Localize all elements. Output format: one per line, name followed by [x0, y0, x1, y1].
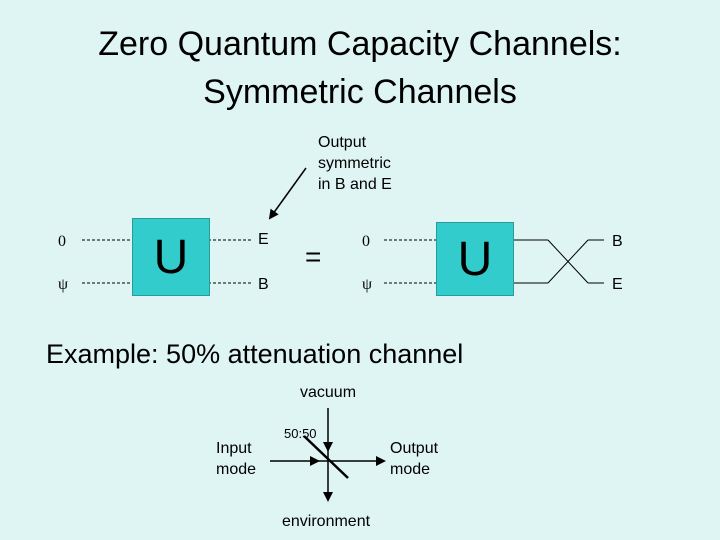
output-mode-line-2: mode — [390, 461, 431, 478]
annotation-line-1: Output — [318, 134, 367, 151]
annotation-line-2: symmetric — [318, 155, 391, 172]
left-input-psi: ψ — [58, 276, 69, 293]
right-input-psi: ψ — [362, 276, 373, 293]
equals-sign: = — [305, 241, 322, 272]
left-output-e: E — [258, 231, 269, 248]
vacuum-label: vacuum — [300, 384, 357, 401]
environment-label: environment — [282, 513, 371, 530]
swap-line-2 — [547, 239, 589, 284]
right-output-e: E — [612, 276, 623, 293]
right-unitary-gate: U — [436, 222, 514, 296]
example-heading: Example: 50% attenuation channel — [46, 339, 464, 369]
beam-splitter-mirror — [303, 435, 349, 479]
annotation-arrow — [268, 167, 307, 220]
input-mode-line-2: mode — [216, 461, 257, 478]
right-output-b: B — [612, 233, 623, 250]
title-line-1: Zero Quantum Capacity Channels: — [98, 25, 622, 63]
output-mode-label: Output mode — [390, 438, 438, 480]
splitter-ratio-label: 50:50 — [284, 426, 317, 441]
left-output-b: B — [258, 276, 269, 293]
title-line-2: Symmetric Channels — [203, 73, 517, 111]
input-mode-line-1: Input — [216, 440, 252, 457]
right-input-0: 0 — [362, 233, 370, 250]
left-unitary-gate: U — [132, 218, 210, 296]
annotation-line-3: in B and E — [318, 176, 392, 193]
input-mode-label: Input mode — [216, 438, 256, 480]
output-mode-line-1: Output — [390, 440, 439, 457]
annotation-text: Output symmetric in B and E — [318, 132, 392, 195]
left-input-0: 0 — [58, 233, 66, 250]
